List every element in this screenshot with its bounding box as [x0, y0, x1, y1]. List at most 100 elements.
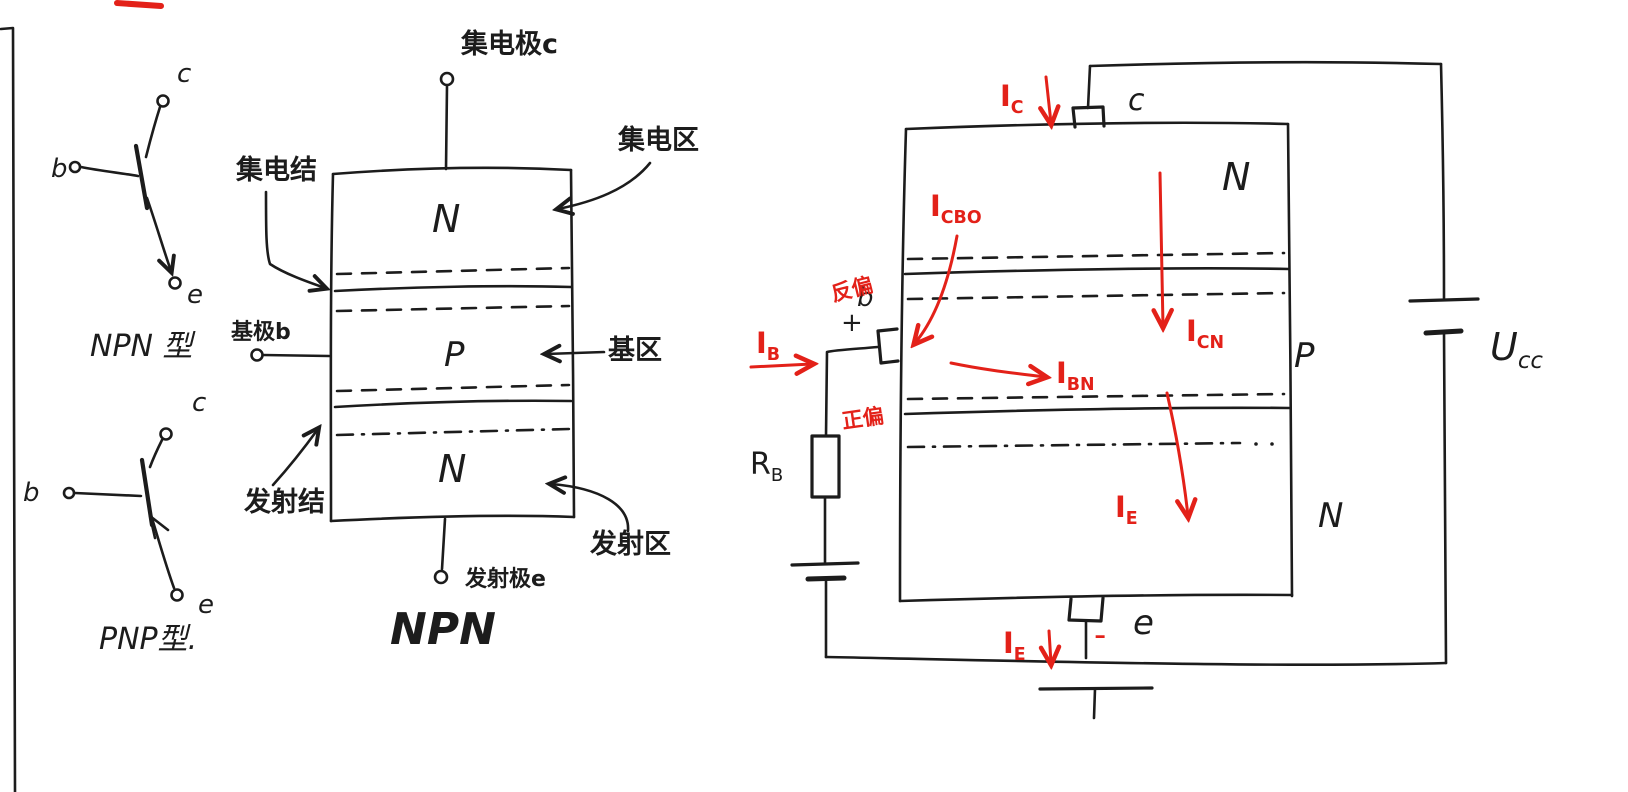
structure-rect-top	[331, 166, 573, 176]
ie-bottom-sub: E	[1014, 645, 1026, 665]
rb-sub: B	[771, 465, 783, 486]
bottom-return-wire	[824, 655, 1448, 667]
pnp-emitter-lead	[149, 513, 176, 590]
collector-region-label: 集电区	[617, 124, 699, 156]
circuit-cb-junction-dashed-lower	[906, 291, 1286, 301]
circuit-collector-terminal-label: c	[1128, 83, 1145, 118]
emitter-junction-label: 发射结	[243, 486, 325, 518]
base-contact-tab	[876, 327, 900, 365]
icbo-base: I	[930, 189, 941, 223]
ucc-sub: cc	[1518, 348, 1544, 374]
right-supply-wire-lower	[1442, 331, 1448, 665]
collector-junction-label: 集电结	[235, 154, 317, 186]
emitter-junction-dashed-lower	[335, 427, 571, 437]
ie-current-arrow	[1165, 391, 1188, 516]
icbo-current-label: ICBO	[930, 189, 982, 228]
ibn-base: I	[1056, 356, 1067, 390]
emitter-region-leader-arrow	[551, 484, 630, 533]
structure-rect-bottom	[329, 514, 576, 523]
pnp-base-terminal-label: b	[23, 478, 40, 508]
ibn-current-label: IBN	[1056, 356, 1095, 395]
structure-rect-left	[329, 172, 335, 523]
ic-base: I	[1000, 79, 1011, 113]
right-supply-wire-upper	[1439, 62, 1446, 300]
icn-current-label: ICN	[1186, 314, 1224, 353]
base-region-label: 基区	[608, 335, 662, 366]
circuit-be-junction-dashed-upper	[906, 392, 1286, 401]
pnp-symbol: c b e PNP型.	[23, 388, 214, 657]
circuit-rect-left	[898, 127, 908, 603]
collector-junction-dashed-lower	[335, 304, 571, 313]
npn-collector-terminal-label: c	[177, 59, 191, 89]
circuit-rect-right	[1286, 122, 1294, 598]
ucc-base: U	[1490, 325, 1518, 369]
circuit-base-terminal-label: b	[857, 283, 874, 313]
page-border	[0, 0, 164, 792]
base-region-leader-arrow	[546, 352, 606, 354]
npn-base-node	[68, 160, 82, 174]
circuit-be-junction-dashed-lower	[906, 441, 1242, 449]
collector-junction-dashed-upper	[335, 266, 571, 276]
ibn-current-arrow	[949, 361, 1045, 377]
pnp-collector-lead	[148, 438, 164, 469]
ie-bottom-current-label: IE	[1003, 626, 1026, 665]
npn-structure-diagram: 集电极c N 集电区 集电结 基极b P 基区 发射结 N 发射区 发射极e N…	[231, 28, 699, 655]
bias-circuit-diagram: c e b + Ucc RB N P N	[750, 60, 1543, 720]
structure-caption: NPN	[390, 604, 496, 655]
circuit-rect-top	[904, 121, 1290, 131]
structure-collector-terminal-label: 集电极c	[460, 28, 558, 60]
pnp-base-node	[62, 486, 76, 500]
ic-current-arrow	[1046, 75, 1051, 123]
npn-emitter-node	[168, 276, 182, 290]
structure-collector-node	[439, 71, 455, 87]
base-battery-long-plate	[790, 561, 860, 567]
current-annotations: IB 反偏 正偏 IC ICBO ICN IBN IE IE -	[749, 75, 1224, 665]
ucc-supply-label: Ucc	[1490, 325, 1543, 374]
ib-base: I	[756, 326, 767, 360]
circuit-rect-bottom	[898, 593, 1294, 603]
base-plus-sign: +	[841, 308, 863, 338]
ib-sub: B	[767, 345, 780, 365]
npn-base-bar	[133, 143, 150, 211]
npn-base-lead	[79, 165, 140, 178]
circuit-cb-junction-dashed-upper	[906, 251, 1286, 261]
pnp-collector-node	[159, 427, 173, 441]
icbo-current-arrow	[915, 234, 959, 343]
circuit-emitter-terminal-label: e	[1133, 603, 1154, 643]
emitter-terminal-label: 发射极e	[464, 566, 546, 592]
circuit-be-junction-line	[903, 406, 1291, 416]
structure-base-lead	[261, 353, 331, 358]
red-underline-mark	[114, 0, 164, 9]
pnp-base-lead	[73, 491, 143, 498]
emitter-region-label: 发射区	[589, 528, 671, 560]
emitter-junction-line	[333, 399, 573, 409]
pnp-emitter-terminal-label: e	[198, 590, 214, 620]
top-supply-wire	[1088, 60, 1443, 68]
circuit-layer-p-label: P	[1294, 336, 1315, 376]
emitter-junction-leader-arrow	[271, 429, 318, 487]
ie-current-label: IE	[1115, 490, 1138, 529]
npn-emitter-lead-arrow	[145, 196, 171, 271]
pnp-emitter-arrowhead	[148, 514, 170, 540]
icbo-sub: CBO	[941, 208, 982, 228]
structure-base-node	[250, 348, 264, 362]
ib-current-arrow	[749, 364, 812, 367]
structure-layer-n-bottom-label: N	[438, 447, 466, 491]
ie-base: I	[1115, 490, 1126, 524]
collector-junction-leader-arrow	[264, 190, 325, 288]
collector-region-leader-arrow	[558, 161, 652, 209]
page-border-line	[0, 26, 17, 792]
ib-current-label: IB	[756, 326, 780, 365]
icn-base: I	[1186, 314, 1197, 348]
base-terminal-label: 基极b	[231, 320, 291, 345]
collector-wire-up	[1086, 64, 1092, 110]
circuit-layer-n-bottom-label: N	[1318, 496, 1343, 536]
npn-base-terminal-label: b	[51, 154, 68, 184]
forward-bias-label: 正偏	[840, 404, 885, 434]
rb-resistor-body	[810, 434, 841, 499]
emitter-battery-stub	[1092, 687, 1097, 720]
ucc-battery-long-plate	[1408, 297, 1480, 303]
structure-layer-n-top-label: N	[432, 197, 460, 241]
